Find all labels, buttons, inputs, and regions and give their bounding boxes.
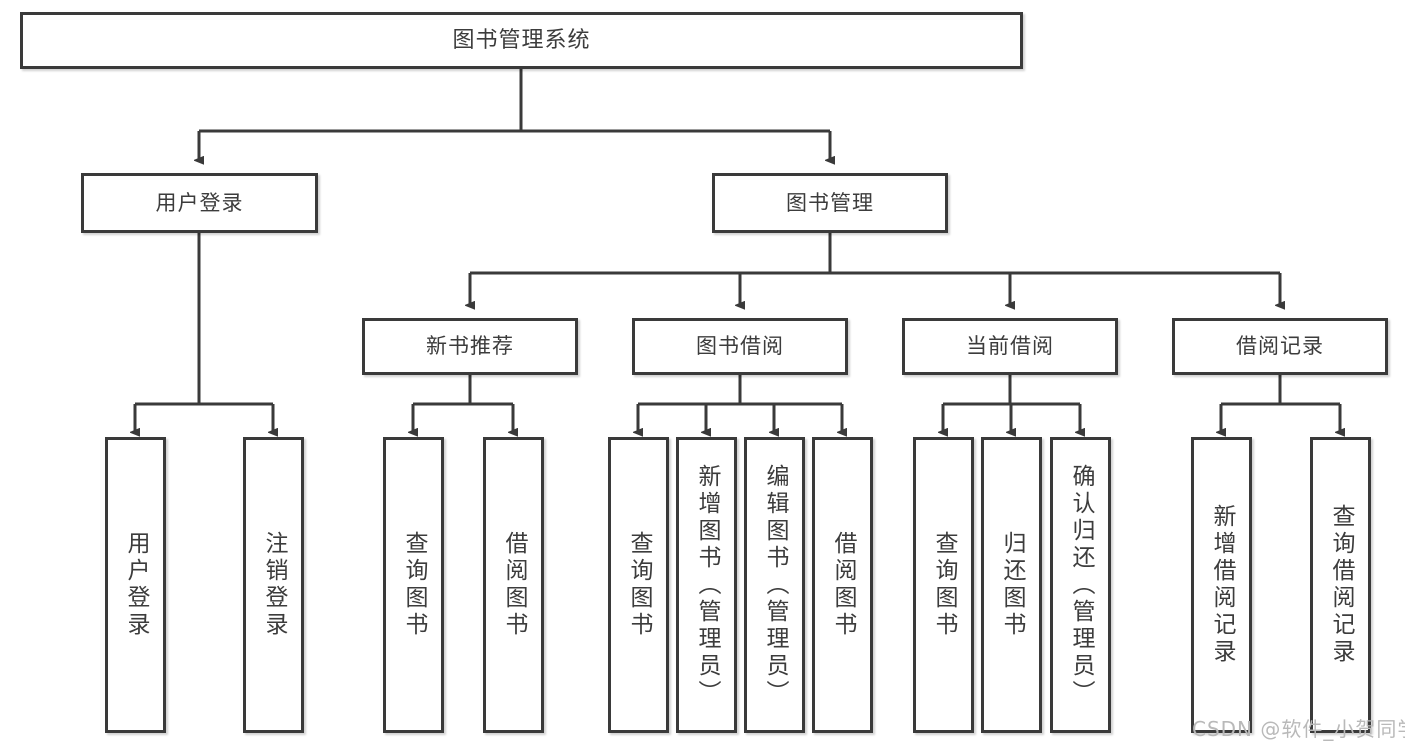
node-leaf-query-book-3[interactable]: 查询图书 (913, 437, 974, 733)
node-leaf-confirm-return[interactable]: 确认归还（管理员） (1050, 437, 1111, 733)
node-borrow-record[interactable]: 借阅记录 (1172, 318, 1388, 375)
node-leaf-borrow-book-1[interactable]: 借阅图书 (483, 437, 544, 733)
node-label: 查询图书 (626, 531, 652, 639)
node-leaf-edit-book[interactable]: 编辑图书（管理员） (744, 437, 805, 733)
node-leaf-borrow-book-2[interactable]: 借阅图书 (812, 437, 873, 733)
node-leaf-query-book-2[interactable]: 查询图书 (608, 437, 669, 733)
node-label: 新书推荐 (426, 334, 514, 359)
node-label: 用户登录 (123, 531, 149, 639)
node-root-system[interactable]: 图书管理系统 (20, 12, 1023, 69)
node-label: 查询图书 (401, 531, 427, 639)
node-label: 借阅图书 (501, 531, 527, 639)
node-label: 借阅图书 (830, 531, 856, 639)
node-label: 借阅记录 (1236, 334, 1324, 359)
node-current-borrow[interactable]: 当前借阅 (902, 318, 1118, 375)
node-book-manage[interactable]: 图书管理 (712, 173, 948, 233)
node-label: 图书管理系统 (452, 27, 591, 53)
node-book-borrow[interactable]: 图书借阅 (632, 318, 848, 375)
node-label: 当前借阅 (966, 334, 1054, 359)
node-label: 新增借阅记录 (1209, 504, 1235, 666)
node-label: 编辑图书（管理员） (762, 463, 788, 707)
node-label: 注销登录 (261, 531, 287, 639)
node-leaf-add-book[interactable]: 新增图书（管理员） (676, 437, 737, 733)
node-leaf-return-book[interactable]: 归还图书 (981, 437, 1042, 733)
node-label: 查询图书 (931, 531, 957, 639)
node-leaf-logout-login[interactable]: 注销登录 (243, 437, 304, 733)
node-leaf-add-record[interactable]: 新增借阅记录 (1191, 437, 1252, 733)
node-new-book-recommend[interactable]: 新书推荐 (362, 318, 578, 375)
node-leaf-query-record[interactable]: 查询借阅记录 (1310, 437, 1371, 733)
watermark-text: CSDN @软件_小贺同学 (1192, 717, 1405, 741)
node-leaf-query-book-1[interactable]: 查询图书 (383, 437, 444, 733)
node-label: 图书借阅 (696, 334, 784, 359)
node-label: 用户登录 (155, 190, 244, 215)
node-label: 图书管理 (786, 190, 874, 215)
node-leaf-user-login[interactable]: 用户登录 (105, 437, 166, 733)
node-label: 归还图书 (999, 531, 1025, 639)
node-label: 查询借阅记录 (1328, 504, 1354, 666)
node-label: 新增图书（管理员） (694, 463, 720, 707)
node-user-login[interactable]: 用户登录 (81, 173, 318, 233)
node-label: 确认归还（管理员） (1068, 463, 1094, 707)
